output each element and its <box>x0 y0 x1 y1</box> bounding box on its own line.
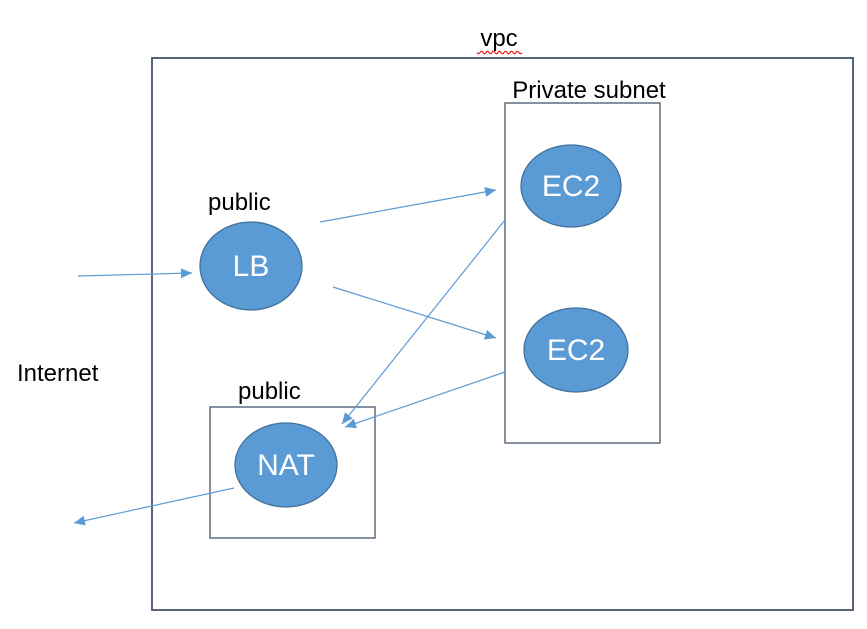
arrow-lb-to-ec2-top <box>319 187 497 223</box>
nat-node <box>234 422 338 508</box>
nat-node-label: NAT <box>257 449 315 482</box>
internet-label: Internet <box>17 360 99 387</box>
ec2-top-node-label: EC2 <box>542 170 600 203</box>
vpc-boundary-box <box>151 57 854 611</box>
private-subnet-box <box>504 102 661 444</box>
ec2-bottom-node-label: EC2 <box>547 334 605 367</box>
public-nat-label: public <box>238 378 301 405</box>
lb-node <box>199 221 303 311</box>
private-subnet-label: Private subnet <box>512 77 666 104</box>
lb-node-label: LB <box>233 250 270 283</box>
arrow-ec2-top-to-nat <box>341 219 506 425</box>
public-lb-label: public <box>208 189 271 216</box>
spellcheck-squiggle-underline <box>476 50 523 55</box>
arrow-ec2-bottom-to-nat <box>344 371 506 429</box>
public-nat-box <box>209 406 376 539</box>
arrow-lb-to-ec2-bottom <box>332 286 497 340</box>
ec2-bottom-node <box>523 307 629 393</box>
ec2-top-node <box>520 144 622 228</box>
arrow-internet-to-lb <box>77 268 193 279</box>
vpc-title-label: vpc <box>480 25 517 52</box>
arrow-nat-to-internet <box>73 487 235 526</box>
